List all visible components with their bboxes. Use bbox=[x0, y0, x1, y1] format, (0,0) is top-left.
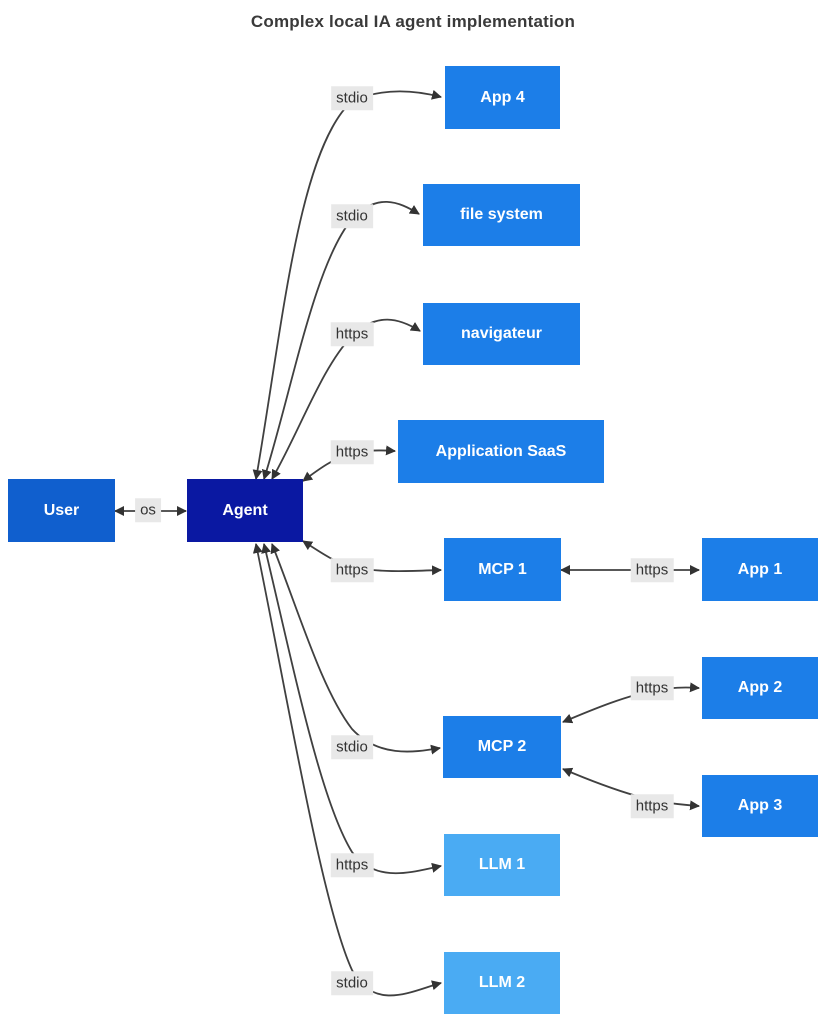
node-mcp2: MCP 2 bbox=[443, 716, 561, 778]
node-user-label: User bbox=[43, 501, 80, 519]
node-app4: App 4 bbox=[445, 66, 560, 129]
node-agent-label: Agent bbox=[222, 501, 268, 519]
edge-label-mcp2-app3: https bbox=[630, 794, 674, 818]
node-llm2: LLM 2 bbox=[444, 952, 560, 1014]
node-navigateur: navigateur bbox=[423, 303, 580, 365]
edge-label-agent-saas: https bbox=[330, 440, 374, 464]
edge-label-agent-llm2: stdio bbox=[331, 971, 373, 995]
edge-label-agent-mcp2: stdio bbox=[331, 735, 373, 759]
node-llm1-label: LLM 1 bbox=[478, 856, 526, 873]
node-app2: App 2 bbox=[702, 657, 818, 719]
node-navigateur-label: navigateur bbox=[461, 325, 542, 342]
edge-label-mcp1-app1: https bbox=[630, 558, 674, 582]
diagram-title: Complex local IA agent implementation bbox=[250, 12, 576, 31]
node-saas: Application SaaS bbox=[398, 420, 604, 483]
node-mcp2-label: MCP 2 bbox=[477, 738, 527, 755]
node-app1: App 1 bbox=[702, 538, 818, 601]
edge-label-agent-filesystem: stdio bbox=[331, 204, 373, 228]
node-app2-label: App 2 bbox=[737, 679, 783, 696]
edge-label-agent-navigateur: https bbox=[330, 322, 374, 346]
node-app3-label: App 3 bbox=[737, 797, 783, 814]
node-llm2-label: LLM 2 bbox=[478, 974, 526, 991]
node-user: User bbox=[8, 479, 115, 542]
node-filesystem-label: file system bbox=[460, 206, 543, 223]
edge-label-mcp2-app2: https bbox=[630, 676, 674, 700]
node-saas-label: Application SaaS bbox=[435, 442, 567, 460]
edge-label-agent-app4: stdio bbox=[331, 86, 373, 110]
node-app3: App 3 bbox=[702, 775, 818, 837]
node-llm1: LLM 1 bbox=[444, 834, 560, 896]
node-filesystem: file system bbox=[423, 184, 580, 246]
node-app4-label: App 4 bbox=[480, 88, 525, 106]
node-mcp1-label: MCP 1 bbox=[478, 560, 527, 578]
edge-label-user-agent: os bbox=[135, 498, 161, 522]
node-agent: Agent bbox=[187, 479, 303, 542]
node-app1-label: App 1 bbox=[737, 560, 783, 578]
edge-label-agent-mcp1: https bbox=[330, 558, 374, 582]
edge-label-agent-llm1: https bbox=[330, 853, 374, 877]
node-mcp1: MCP 1 bbox=[444, 538, 561, 601]
edge-agent-llm2 bbox=[252, 543, 442, 997]
